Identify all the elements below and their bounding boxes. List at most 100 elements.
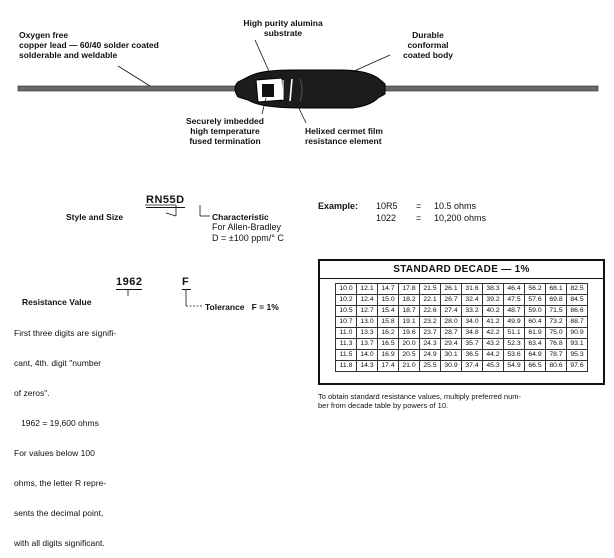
table-cell: 95.3 bbox=[566, 349, 588, 361]
table-cell: 35.7 bbox=[461, 338, 483, 350]
table-cell: 41.2 bbox=[482, 316, 504, 328]
table-cell: 21.5 bbox=[419, 283, 441, 295]
table-footnote: To obtain standard resistance values, mu… bbox=[318, 392, 522, 410]
table-cell: 32.4 bbox=[461, 294, 483, 306]
table-cell: 66.5 bbox=[524, 360, 546, 372]
example-row-2: 1022=10,200 ohms bbox=[376, 213, 487, 223]
table-cell: 51.1 bbox=[503, 327, 525, 339]
table-cell: 11.0 bbox=[335, 327, 357, 339]
resistance-description: First three digits are signifi- cant, 4t… bbox=[14, 328, 117, 548]
table-cell: 20.0 bbox=[398, 338, 420, 350]
characteristic-detail: For Allen-Bradley D = ±100 ppm/° C bbox=[212, 222, 284, 243]
table-cell: 15.8 bbox=[377, 316, 399, 328]
table-cell: 14.0 bbox=[356, 349, 378, 361]
table-cell: 12.4 bbox=[356, 294, 378, 306]
table-cell: 64.9 bbox=[524, 349, 546, 361]
table-cell: 23.2 bbox=[419, 316, 441, 328]
label-durable: Durable conformal coated body bbox=[402, 30, 454, 60]
table-cell: 10.2 bbox=[335, 294, 357, 306]
table-cell: 80.6 bbox=[545, 360, 567, 372]
table-cell: 13.7 bbox=[356, 338, 378, 350]
table-cell: 14.3 bbox=[356, 360, 378, 372]
table-cell: 61.9 bbox=[524, 327, 546, 339]
table-cell: 57.6 bbox=[524, 294, 546, 306]
table-cell: 23.7 bbox=[419, 327, 441, 339]
table-cell: 90.9 bbox=[566, 327, 588, 339]
table-cell: 18.2 bbox=[398, 294, 420, 306]
table-cell: 88.7 bbox=[566, 316, 588, 328]
label-oxygen-lead: Oxygen free copper lead — 60/40 solder c… bbox=[19, 30, 159, 60]
table-cell: 39.2 bbox=[482, 294, 504, 306]
table-cell: 20.5 bbox=[398, 349, 420, 361]
table-cell: 36.5 bbox=[461, 349, 483, 361]
table-cell: 60.4 bbox=[524, 316, 546, 328]
table-cell: 30.1 bbox=[440, 349, 462, 361]
resistance-code: 1962 bbox=[116, 276, 143, 290]
table-cell: 25.5 bbox=[419, 360, 441, 372]
part-code: RN55D bbox=[146, 194, 185, 208]
table-cell: 53.6 bbox=[503, 349, 525, 361]
table-cell: 73.2 bbox=[545, 316, 567, 328]
table-cell: 38.3 bbox=[482, 283, 504, 295]
table-cell: 42.2 bbox=[482, 327, 504, 339]
table-cell: 11.3 bbox=[335, 338, 357, 350]
table-cell: 75.0 bbox=[545, 327, 567, 339]
table-cell: 26.1 bbox=[440, 283, 462, 295]
table-cell: 27.4 bbox=[440, 305, 462, 317]
table-cell: 33.2 bbox=[461, 305, 483, 317]
label-cermet: Helixed cermet film resistance element bbox=[305, 126, 383, 146]
table-cell: 84.5 bbox=[566, 294, 588, 306]
table-cell: 54.9 bbox=[503, 360, 525, 372]
table-cell: 16.9 bbox=[377, 349, 399, 361]
table-cell: 37.4 bbox=[461, 360, 483, 372]
table-cell: 76.8 bbox=[545, 338, 567, 350]
label-imbedded: Securely imbedded high temperature fused… bbox=[186, 116, 264, 146]
table-cell: 63.4 bbox=[524, 338, 546, 350]
table-cell: 15.0 bbox=[377, 294, 399, 306]
table-cell: 43.2 bbox=[482, 338, 504, 350]
table-cell: 28.7 bbox=[440, 327, 462, 339]
table-cell: 93.1 bbox=[566, 338, 588, 350]
table-cell: 13.3 bbox=[356, 327, 378, 339]
table-cell: 22.6 bbox=[419, 305, 441, 317]
table-title: STANDARD DECADE — 1% bbox=[320, 261, 603, 279]
table-cell: 30.9 bbox=[440, 360, 462, 372]
table-cell: 19.6 bbox=[398, 327, 420, 339]
resistance-value-label: Resistance Value bbox=[22, 297, 92, 307]
table-cell: 17.8 bbox=[398, 283, 420, 295]
table-cell: 49.9 bbox=[503, 316, 525, 328]
table-cell: 11.5 bbox=[335, 349, 357, 361]
table-cell: 48.7 bbox=[503, 305, 525, 317]
table-cell: 69.8 bbox=[545, 294, 567, 306]
table-cell: 16.5 bbox=[377, 338, 399, 350]
table-cell: 29.4 bbox=[440, 338, 462, 350]
table-cell: 52.3 bbox=[503, 338, 525, 350]
table-cell: 14.7 bbox=[377, 283, 399, 295]
table-cell: 24.9 bbox=[419, 349, 441, 361]
table-cell: 71.5 bbox=[545, 305, 567, 317]
table-cell: 31.6 bbox=[461, 283, 483, 295]
table-cell: 97.6 bbox=[566, 360, 588, 372]
characteristic-label: Characteristic bbox=[212, 212, 269, 222]
termination-cap bbox=[262, 84, 274, 97]
table-cell: 24.3 bbox=[419, 338, 441, 350]
table-cell: 15.4 bbox=[377, 305, 399, 317]
table-cell: 12.1 bbox=[356, 283, 378, 295]
table-cell: 19.1 bbox=[398, 316, 420, 328]
table-cell: 68.1 bbox=[545, 283, 567, 295]
example-row-1: 10R5=10.5 ohms bbox=[376, 201, 477, 211]
table-cell: 17.4 bbox=[377, 360, 399, 372]
style-size-label: Style and Size bbox=[66, 212, 124, 222]
example-label: Example: bbox=[318, 201, 359, 211]
table-cell: 21.0 bbox=[398, 360, 420, 372]
table-cell: 12.7 bbox=[356, 305, 378, 317]
